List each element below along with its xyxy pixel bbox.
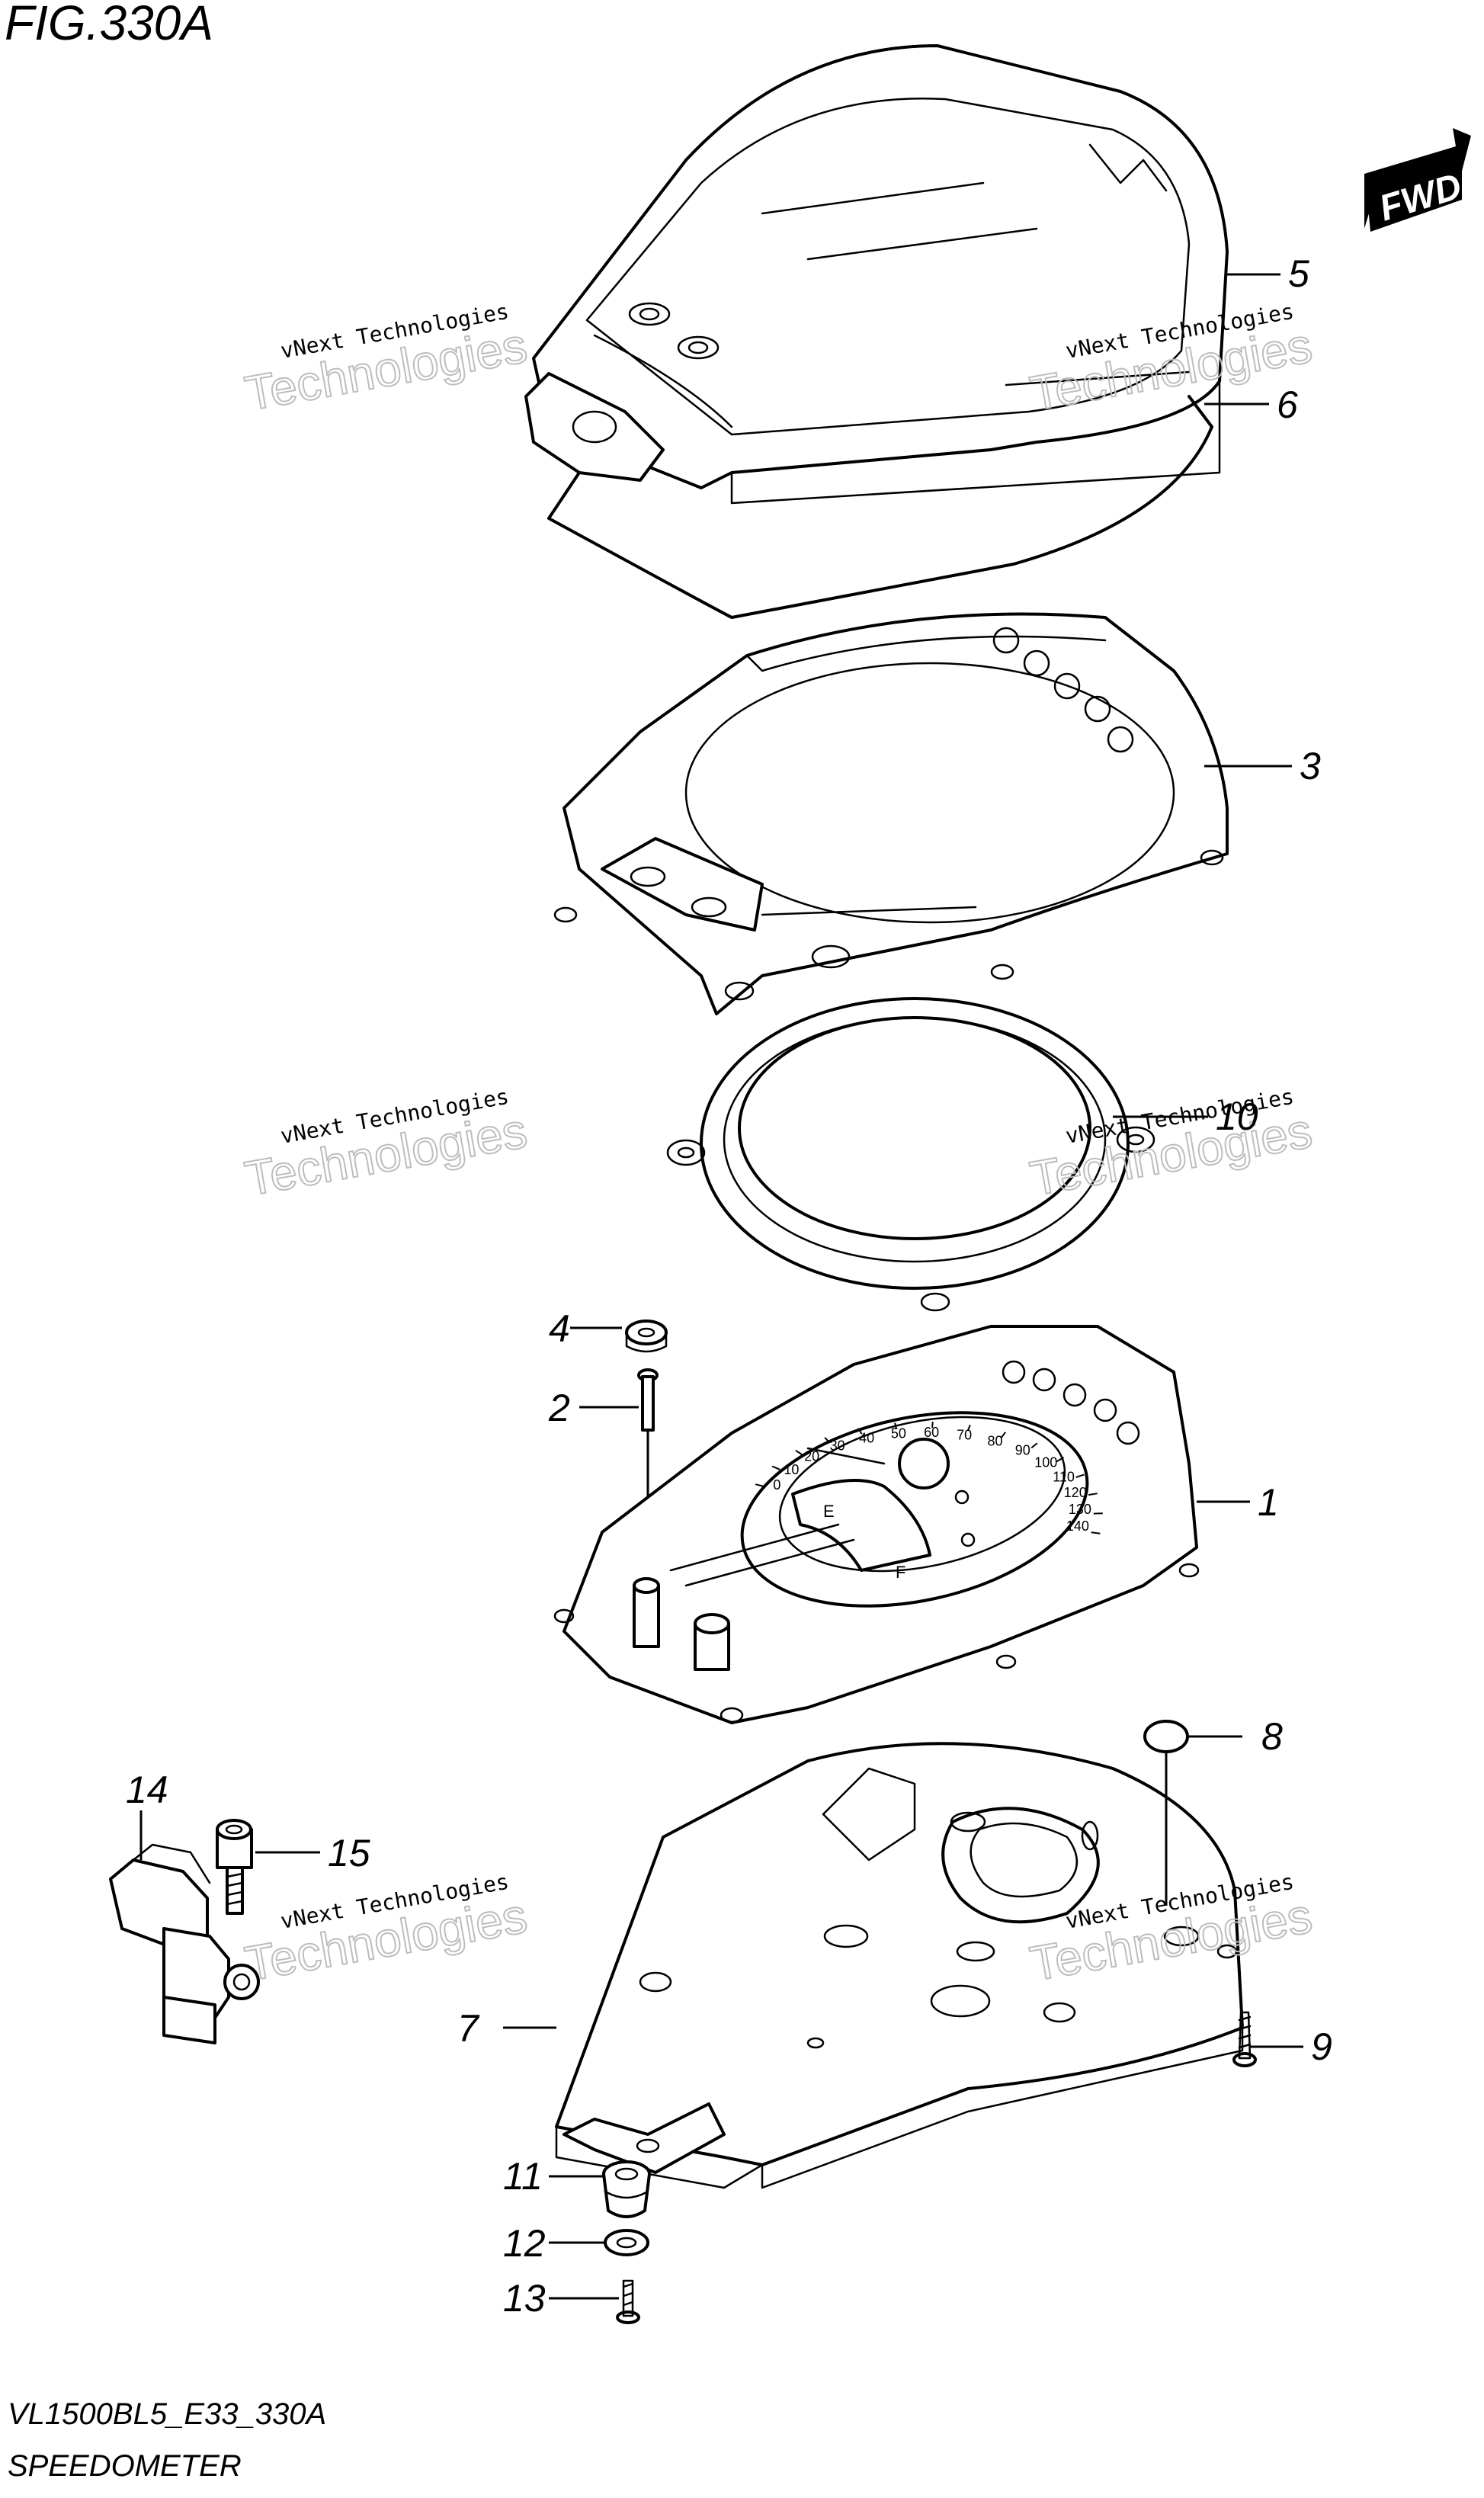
callout-7: 7 xyxy=(457,2007,480,2050)
callout-13: 13 xyxy=(503,2277,546,2320)
speed-tick-label: 20 xyxy=(804,1449,819,1464)
speed-tick-mark xyxy=(771,1465,780,1470)
callout-6: 6 xyxy=(1277,383,1298,426)
speed-tick-mark xyxy=(931,1422,934,1429)
speed-tick-mark xyxy=(795,1449,803,1456)
callout-15: 15 xyxy=(328,1832,370,1874)
callout-4: 4 xyxy=(549,1307,570,1350)
model-code: VL1500BL5_E33_330A xyxy=(8,2397,326,2431)
speed-sensor xyxy=(109,1843,260,2044)
meter-top-cover xyxy=(524,44,1229,505)
watermark: vNext Technologies Technologies xyxy=(240,1084,531,1207)
sensor-bolt xyxy=(216,1819,253,1915)
watermark: vNext Technologies Technologies xyxy=(240,299,531,422)
figure-caption: SPEEDOMETER xyxy=(8,2449,242,2483)
speed-tick-label: 60 xyxy=(924,1425,939,1440)
speed-tick-mark xyxy=(1000,1432,1006,1438)
washer xyxy=(604,2229,649,2256)
cushion xyxy=(625,1320,668,1353)
speed-tick-mark xyxy=(1030,1442,1038,1449)
speed-tick-mark xyxy=(857,1428,863,1435)
speed-tick-label: 120 xyxy=(1064,1485,1087,1500)
case-screw xyxy=(1232,2011,1257,2067)
speed-tick-mark xyxy=(1075,1473,1085,1478)
callout-labels: 5 6 3 10 4 2 1 8 14 15 7 9 11 12 13 xyxy=(126,252,1332,2320)
figure-title: FIG.330A xyxy=(5,0,213,50)
speed-tick-label: 140 xyxy=(1066,1518,1089,1534)
lower-case xyxy=(555,1742,1244,2189)
speed-tick-mark xyxy=(1088,1493,1098,1496)
fuel-full-label: F xyxy=(896,1563,905,1582)
speed-tick-label: 90 xyxy=(1015,1443,1030,1458)
fuel-empty-label: E xyxy=(823,1502,835,1521)
speed-tick-mark xyxy=(824,1437,831,1444)
callout-8: 8 xyxy=(1261,1715,1283,1758)
speed-tick-label: 30 xyxy=(830,1438,845,1454)
pin xyxy=(637,1368,659,1432)
cover-gasket xyxy=(547,395,1213,619)
lens-ring xyxy=(666,997,1155,1312)
callout-9: 9 xyxy=(1311,2025,1332,2068)
speed-tick-mark xyxy=(1091,1531,1101,1534)
speed-tick-label: 10 xyxy=(784,1462,799,1477)
callout-12: 12 xyxy=(503,2222,546,2265)
speed-tick-mark xyxy=(755,1483,764,1487)
callout-14: 14 xyxy=(126,1768,168,1811)
grommet xyxy=(602,2160,651,2218)
speed-tick-mark xyxy=(894,1422,897,1429)
callout-10: 10 xyxy=(1216,1095,1258,1138)
speed-tick-label: 100 xyxy=(1034,1455,1057,1470)
speed-tick-label: 80 xyxy=(987,1434,1002,1449)
callout-3: 3 xyxy=(1300,745,1321,787)
speed-tick-label: 0 xyxy=(773,1477,780,1493)
callout-2: 2 xyxy=(548,1387,570,1429)
forward-arrow-icon: FWD xyxy=(1364,128,1471,232)
speed-tick-label: 40 xyxy=(859,1430,874,1445)
leader-lines xyxy=(139,273,1303,2300)
speed-tick-label: 130 xyxy=(1069,1502,1091,1517)
speed-tick-mark xyxy=(1056,1457,1065,1462)
callout-5: 5 xyxy=(1288,252,1309,295)
speed-tick-label: 110 xyxy=(1053,1469,1075,1484)
mount-screw xyxy=(616,2279,640,2324)
callout-11: 11 xyxy=(503,2155,543,2198)
callout-1: 1 xyxy=(1258,1481,1279,1524)
speed-tick-label: 70 xyxy=(957,1428,972,1443)
meter-case-frame xyxy=(553,612,1229,1015)
speed-tick-label: 50 xyxy=(891,1425,906,1441)
speed-tick-mark xyxy=(966,1424,971,1432)
watermark: vNext Technologies Technologies xyxy=(240,1869,531,1993)
cap xyxy=(1143,1720,1189,1753)
